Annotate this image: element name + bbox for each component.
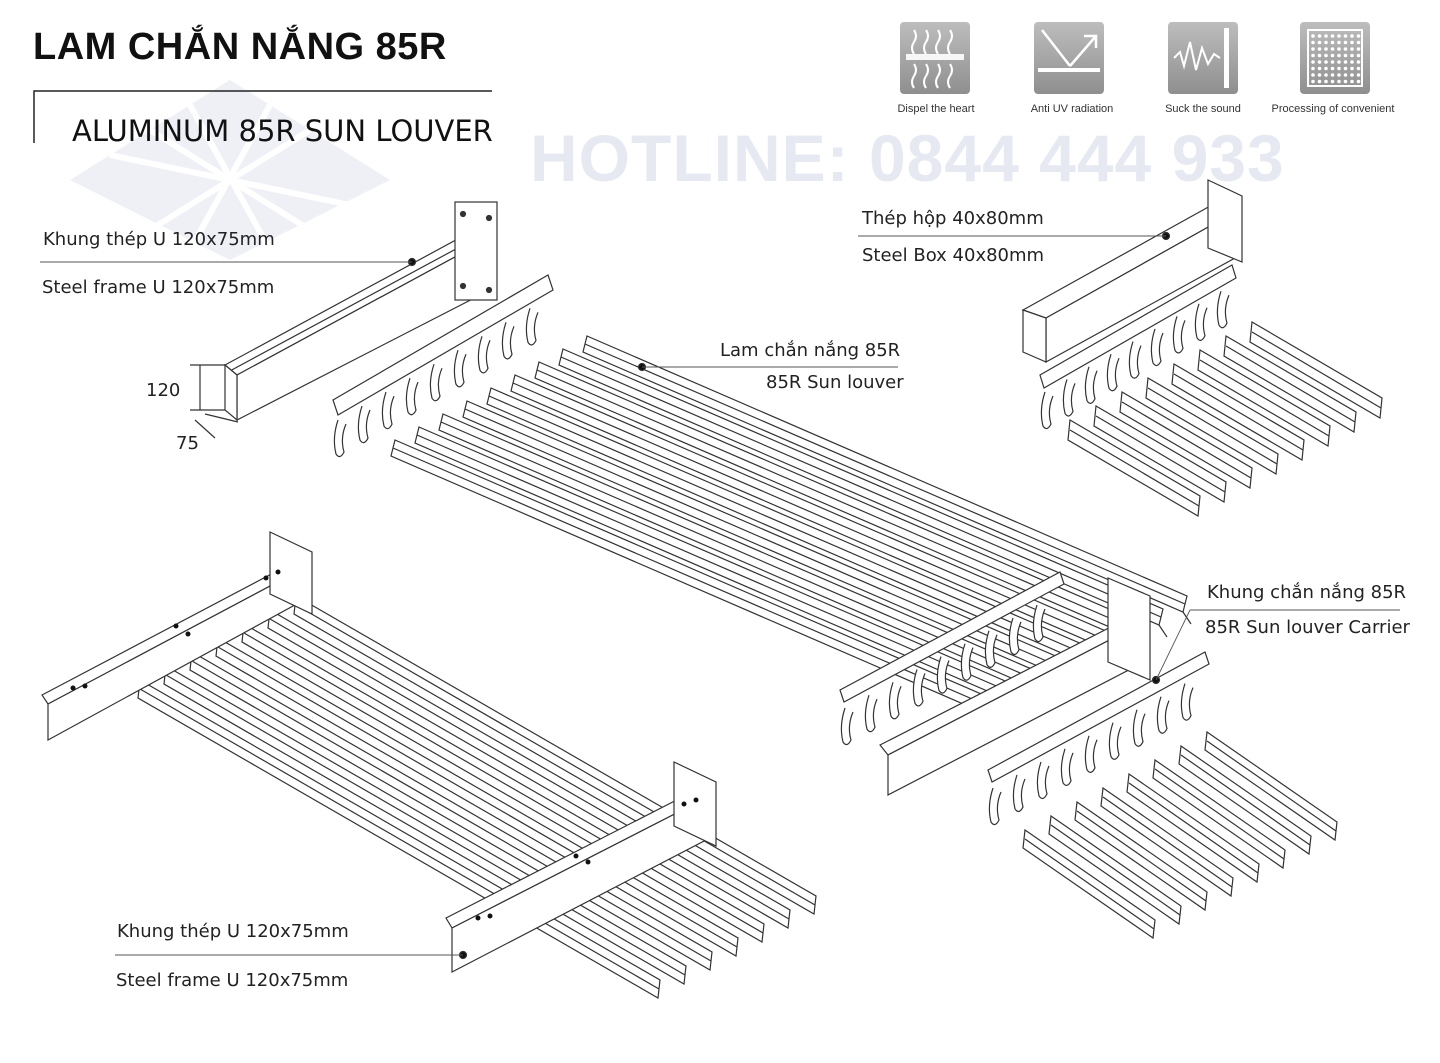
top-right-louver-blades — [1067, 321, 1383, 517]
label-steel-box-vi: Thép hộp 40x80mm — [862, 208, 1044, 229]
watermark-logo — [70, 80, 390, 260]
dimension-height: 120 — [146, 380, 181, 401]
label-steel-frame-top-vi: Khung thép U 120x75mm — [43, 229, 275, 250]
steel-frame-top — [223, 201, 498, 422]
dimension-width: 75 — [176, 433, 199, 454]
central-louver-blades — [390, 335, 1192, 729]
label-steel-frame-bottom-vi: Khung thép U 120x75mm — [117, 921, 349, 942]
heat-dispel-icon — [900, 22, 970, 94]
page-subtitle: ALUMINUM 85R SUN LOUVER — [72, 114, 493, 148]
dimension-lines — [190, 364, 239, 439]
leader-lines — [40, 235, 1400, 956]
label-carrier-en: 85R Sun louver Carrier — [1205, 617, 1410, 638]
bottom-right-louver-blades — [1022, 730, 1338, 940]
label-louver-vi: Lam chắn nắng 85R — [720, 340, 901, 361]
label-carrier-vi: Khung chắn nắng 85R — [1207, 582, 1407, 603]
perforated-panel-icon — [1300, 22, 1370, 94]
page-title: LAM CHẮN NẮNG 85R — [33, 26, 447, 68]
sound-absorb-icon — [1168, 22, 1238, 94]
bottom-left-assembly — [41, 531, 817, 999]
feature-caption-2: Anti UV radiation — [1030, 103, 1114, 115]
title-bracket — [33, 90, 492, 143]
anti-uv-icon — [1034, 22, 1104, 94]
louver-carrier-top-left — [332, 274, 554, 458]
label-louver-en: 85R Sun louver — [766, 372, 904, 393]
steel-frame-right — [839, 571, 1210, 826]
label-steel-frame-top-en: Steel frame U 120x75mm — [42, 277, 275, 298]
steel-box-top-right — [1021, 179, 1243, 430]
feature-caption-1: Dispel the heart — [897, 103, 975, 115]
feature-caption-4: Processing of convenient — [1271, 103, 1395, 115]
hotline-watermark: HOTLINE: 0844 444 933 — [530, 121, 1285, 195]
feature-caption-3: Suck the sound — [1165, 103, 1241, 115]
label-steel-box-en: Steel Box 40x80mm — [862, 245, 1045, 266]
label-steel-frame-bottom-en: Steel frame U 120x75mm — [116, 970, 349, 991]
